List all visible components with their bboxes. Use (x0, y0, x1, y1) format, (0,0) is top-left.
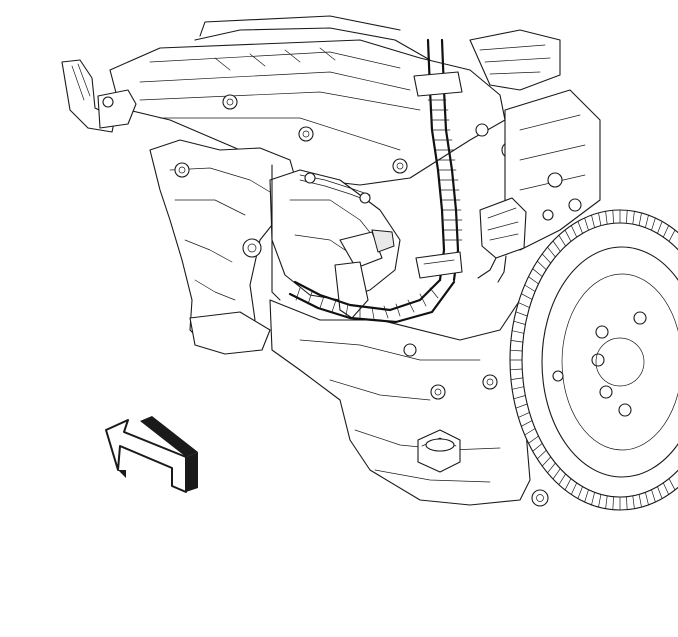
gear-tooth (511, 330, 525, 334)
gear-tooth (584, 489, 589, 503)
gear-tooth (662, 225, 670, 238)
gear-tooth (657, 221, 663, 234)
gear-tooth (547, 246, 556, 258)
cylinder-head (109, 15, 561, 186)
gear-tooth (612, 496, 614, 511)
gear-tooth (584, 217, 589, 231)
gear-tooth (528, 276, 539, 285)
gear-tooth (570, 482, 578, 495)
block-bolts (403, 343, 549, 507)
gear-tooth (515, 403, 528, 409)
gear-tooth (518, 412, 530, 418)
gear-tooth (598, 212, 602, 226)
gear-tooth (520, 420, 533, 427)
gear-tooth (662, 482, 670, 495)
gear-tooth (612, 209, 614, 224)
gear-tooth (509, 368, 523, 371)
gear-tooth (626, 496, 628, 511)
gear-tooth (645, 491, 649, 506)
gear-tooth (510, 340, 524, 343)
gear-tooth (657, 486, 663, 499)
gear-tooth (510, 377, 524, 380)
gear-tooth (668, 478, 676, 491)
gear-tooth (577, 486, 583, 499)
gear-tooth (513, 395, 526, 400)
gear-tooth (564, 478, 572, 491)
gear-tooth (605, 495, 608, 510)
gear-tooth (520, 293, 533, 300)
gear-tooth (511, 386, 525, 390)
front-arrow-icon (105, 416, 198, 493)
gear-tooth (532, 268, 543, 277)
gear-tooth (524, 284, 536, 292)
gear-tooth (632, 210, 635, 225)
gear-tooth (518, 302, 530, 308)
gear-tooth (536, 449, 547, 460)
gear-tooth (564, 229, 572, 242)
starter-area (269, 169, 401, 319)
gear-tooth (552, 468, 561, 480)
gear-tooth (515, 311, 528, 317)
gear-tooth (509, 349, 523, 352)
drain-plug (417, 429, 461, 473)
gear-tooth (536, 260, 547, 271)
gear-tooth (541, 456, 552, 467)
gear-tooth (513, 320, 526, 325)
gear-tooth (638, 212, 642, 226)
gear-tooth (558, 234, 566, 247)
gear-tooth (645, 214, 649, 229)
callout-leader (271, 164, 281, 301)
gear-tooth (591, 214, 595, 229)
gear-tooth (547, 462, 556, 474)
gear-tooth (577, 221, 583, 234)
coolant-pipe (61, 59, 137, 133)
gear-tooth (532, 443, 543, 452)
sensor-connector (477, 197, 527, 283)
wiring-harness (288, 38, 463, 324)
gear-tooth (626, 209, 628, 224)
gear-tooth (541, 253, 552, 264)
gear-tooth (638, 494, 642, 508)
engine-block (269, 89, 601, 506)
gear-tooth (524, 428, 536, 436)
gear-tooth (598, 494, 602, 508)
gear-tooth (528, 435, 539, 444)
exhaust-manifold (149, 139, 301, 355)
gear-tooth (632, 495, 635, 510)
gear-tooth (668, 229, 676, 242)
gear-tooth (591, 491, 595, 506)
gear-tooth (605, 210, 608, 225)
flywheel (509, 209, 678, 511)
gear-tooth (651, 489, 656, 503)
gear-tooth (558, 473, 566, 486)
gear-tooth (651, 217, 656, 231)
gear-tooth (570, 225, 578, 238)
gear-tooth (552, 240, 561, 252)
